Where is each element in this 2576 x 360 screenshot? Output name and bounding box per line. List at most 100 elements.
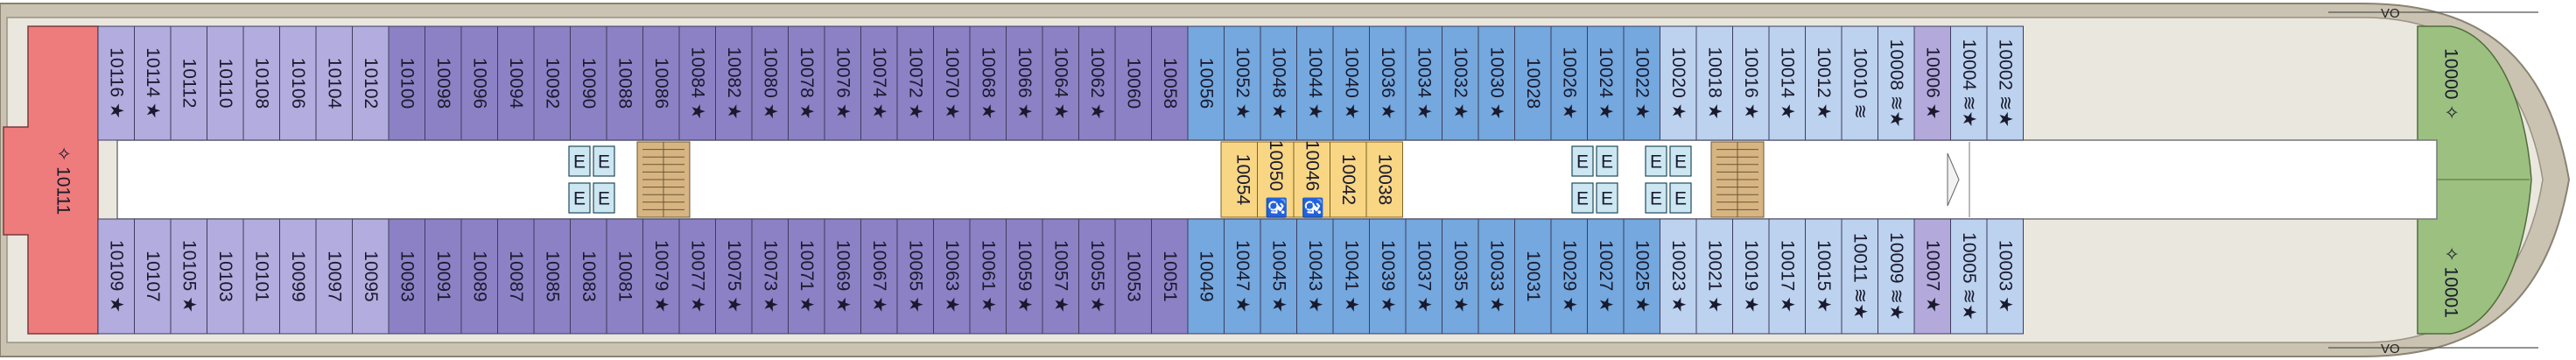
top-cabin-10028[interactable]: 10028	[1514, 25, 1552, 141]
top-cabin-10036[interactable]: 10036 ★	[1369, 25, 1407, 141]
bottom-cabin-10109[interactable]: 10109 ★	[97, 218, 135, 335]
bottom-cabin-10045[interactable]: 10045 ★	[1260, 218, 1297, 335]
top-cabin-10062[interactable]: 10062 ★	[1078, 25, 1116, 141]
top-cabin-10022[interactable]: 10022 ★	[1623, 25, 1660, 141]
bottom-cabin-10005[interactable]: 10005 ≋★	[1950, 218, 1988, 335]
bottom-cabin-10093[interactable]: 10093	[388, 218, 425, 335]
top-cabin-10052[interactable]: 10052 ★	[1224, 25, 1261, 141]
top-cabin-10068[interactable]: 10068 ★	[969, 25, 1007, 141]
bottom-cabin-10009[interactable]: 10009 ≋★	[1878, 218, 1915, 335]
top-cabin-10106[interactable]: 10106	[279, 25, 317, 141]
inner-cabin-10038[interactable]: 10038	[1365, 141, 1403, 218]
top-cabin-10104[interactable]: 10104	[315, 25, 353, 141]
bottom-cabin-10071[interactable]: 10071 ★	[788, 218, 825, 335]
bottom-cabin-10073[interactable]: 10073 ★	[751, 218, 789, 335]
top-cabin-10082[interactable]: 10082 ★	[715, 25, 753, 141]
top-cabin-10110[interactable]: 10110	[207, 25, 244, 141]
bottom-cabin-10003[interactable]: 10003 ★	[1986, 218, 2024, 335]
top-cabin-10034[interactable]: 10034 ★	[1405, 25, 1442, 141]
bottom-cabin-10047[interactable]: 10047 ★	[1224, 218, 1261, 335]
bottom-cabin-10037[interactable]: 10037 ★	[1405, 218, 1442, 335]
top-cabin-10058[interactable]: 10058	[1151, 25, 1189, 141]
top-cabin-10108[interactable]: 10108	[242, 25, 280, 141]
top-cabin-10048[interactable]: 10048 ★	[1260, 25, 1297, 141]
bottom-cabin-10063[interactable]: 10063 ★	[933, 218, 971, 335]
bottom-cabin-10021[interactable]: 10021 ★	[1695, 218, 1733, 335]
bottom-cabin-10033[interactable]: 10033 ★	[1478, 218, 1515, 335]
top-cabin-10030[interactable]: 10030 ★	[1478, 25, 1515, 141]
bottom-cabin-10007[interactable]: 10007 ★	[1913, 218, 1951, 335]
bottom-cabin-10097[interactable]: 10097	[315, 218, 353, 335]
top-cabin-10070[interactable]: 10070 ★	[933, 25, 971, 141]
bottom-cabin-10019[interactable]: 10019 ★	[1732, 218, 1770, 335]
bottom-cabin-10105[interactable]: 10105 ★	[170, 218, 207, 335]
bottom-cabin-10107[interactable]: 10107	[134, 218, 172, 335]
bottom-cabin-10075[interactable]: 10075 ★	[715, 218, 753, 335]
top-cabin-10060[interactable]: 10060	[1114, 25, 1152, 141]
bottom-cabin-10067[interactable]: 10067 ★	[860, 218, 898, 335]
top-cabin-10078[interactable]: 10078 ★	[788, 25, 825, 141]
top-cabin-10056[interactable]: 10056	[1187, 25, 1225, 141]
bottom-cabin-10077[interactable]: 10077 ★	[678, 218, 716, 335]
top-cabin-10018[interactable]: 10018 ★	[1695, 25, 1733, 141]
bottom-cabin-10087[interactable]: 10087	[497, 218, 535, 335]
top-cabin-10066[interactable]: 10066 ★	[1006, 25, 1043, 141]
top-cabin-10102[interactable]: 10102	[352, 25, 390, 141]
bottom-cabin-10069[interactable]: 10069 ★	[824, 218, 861, 335]
top-cabin-10020[interactable]: 10020 ★	[1660, 25, 1697, 141]
bottom-cabin-10061[interactable]: 10061 ★	[969, 218, 1007, 335]
top-cabin-10064[interactable]: 10064 ★	[1042, 25, 1079, 141]
inner-cabin-10050[interactable]: 10050 ♿	[1257, 140, 1295, 219]
top-cabin-10114[interactable]: 10114 ★	[134, 25, 172, 141]
bottom-cabin-10041[interactable]: 10041 ★	[1332, 218, 1370, 335]
bottom-cabin-10029[interactable]: 10029 ★	[1550, 218, 1588, 335]
top-cabin-10002[interactable]: 10002 ≋★	[1986, 25, 2024, 141]
top-cabin-10094[interactable]: 10094	[497, 25, 535, 141]
top-cabin-10012[interactable]: 10012 ★	[1805, 25, 1843, 141]
bottom-cabin-10065[interactable]: 10065 ★	[896, 218, 934, 335]
top-cabin-10086[interactable]: 10086	[642, 25, 680, 141]
bottom-cabin-10011[interactable]: 10011 ≋★	[1841, 218, 1878, 335]
bottom-cabin-10099[interactable]: 10099	[279, 218, 317, 335]
bottom-cabin-10043[interactable]: 10043 ★	[1296, 218, 1334, 335]
bottom-cabin-10035[interactable]: 10035 ★	[1442, 218, 1479, 335]
fwd-suite-cabin-bottom[interactable]: ✧ 10001	[2441, 246, 2461, 318]
top-cabin-10008[interactable]: 10008 ≋★	[1878, 25, 1915, 141]
bottom-cabin-10079[interactable]: 10079 ★	[642, 218, 680, 335]
top-cabin-10080[interactable]: 10080 ★	[751, 25, 789, 141]
bottom-cabin-10053[interactable]: 10053	[1114, 218, 1152, 335]
top-cabin-10044[interactable]: 10044 ★	[1296, 25, 1334, 141]
top-cabin-10024[interactable]: 10024 ★	[1587, 25, 1625, 141]
bottom-cabin-10039[interactable]: 10039 ★	[1369, 218, 1407, 335]
top-cabin-10096[interactable]: 10096	[460, 25, 498, 141]
bottom-cabin-10015[interactable]: 10015 ★	[1805, 218, 1843, 335]
bottom-cabin-10089[interactable]: 10089	[460, 218, 498, 335]
top-cabin-10112[interactable]: 10112	[170, 25, 207, 141]
top-cabin-10010[interactable]: 10010 ≋	[1841, 25, 1878, 141]
top-cabin-10088[interactable]: 10088	[606, 25, 643, 141]
bottom-cabin-10025[interactable]: 10025 ★	[1623, 218, 1660, 335]
bottom-cabin-10101[interactable]: 10101	[242, 218, 280, 335]
bottom-cabin-10055[interactable]: 10055 ★	[1078, 218, 1116, 335]
bottom-cabin-10103[interactable]: 10103	[207, 218, 244, 335]
inner-cabin-10046[interactable]: 10046 ♿	[1293, 140, 1330, 219]
top-cabin-10016[interactable]: 10016 ★	[1732, 25, 1770, 141]
bottom-cabin-10085[interactable]: 10085	[533, 218, 571, 335]
bottom-cabin-10049[interactable]: 10049	[1187, 218, 1225, 335]
top-cabin-10090[interactable]: 10090	[570, 25, 607, 141]
bottom-cabin-10083[interactable]: 10083	[570, 218, 607, 335]
inner-cabin-10042[interactable]: 10042	[1330, 141, 1367, 218]
top-cabin-10076[interactable]: 10076 ★	[824, 25, 861, 141]
top-cabin-10116[interactable]: 10116 ★	[97, 25, 135, 141]
top-cabin-10072[interactable]: 10072 ★	[896, 25, 934, 141]
bottom-cabin-10091[interactable]: 10091	[425, 218, 462, 335]
bottom-cabin-10095[interactable]: 10095	[352, 218, 390, 335]
bottom-cabin-10023[interactable]: 10023 ★	[1660, 218, 1697, 335]
bottom-cabin-10051[interactable]: 10051	[1151, 218, 1189, 335]
bottom-cabin-10057[interactable]: 10057 ★	[1042, 218, 1079, 335]
top-cabin-10084[interactable]: 10084 ★	[678, 25, 716, 141]
top-cabin-10026[interactable]: 10026 ★	[1550, 25, 1588, 141]
top-cabin-10092[interactable]: 10092	[533, 25, 571, 141]
bottom-cabin-10059[interactable]: 10059 ★	[1006, 218, 1043, 335]
bottom-cabin-10081[interactable]: 10081	[606, 218, 643, 335]
